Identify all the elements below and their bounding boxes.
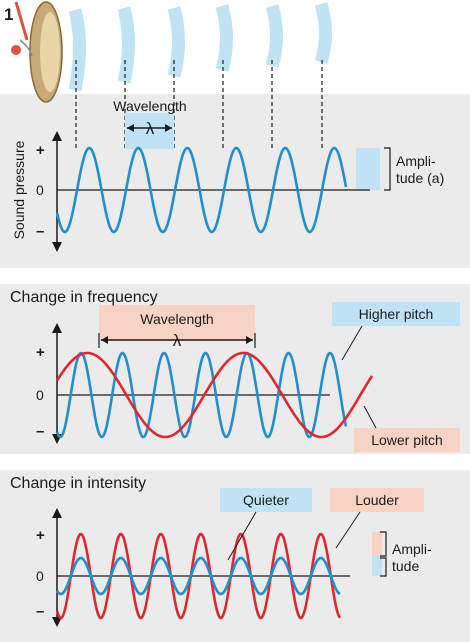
figure-number: 1: [4, 5, 13, 24]
lambda-symbol: λ: [173, 331, 182, 350]
amplitude-highlight-blue: [372, 556, 382, 576]
quieter-badge: [220, 488, 312, 512]
y-axis-arrow-up: [52, 131, 62, 141]
louder-label: Louder: [355, 492, 399, 508]
y-axis-arrow-down: [52, 617, 62, 627]
panel-1: Wavelength λ Sound pressure + 0 – Ampli-…: [11, 98, 444, 252]
panel-2: Change in frequency Wavelength λ + 0 – H…: [10, 289, 460, 452]
minus-sign: –: [36, 423, 44, 440]
quieter-leader: [227, 511, 257, 561]
sound-wave: [55, 146, 348, 234]
amplitude-highlight: [356, 148, 380, 190]
plus-sign: +: [36, 527, 45, 544]
amplitude-label-line2: tude (a): [396, 170, 444, 186]
amplitude-label-line2: tude: [392, 558, 419, 574]
panel-3-title: Change in intensity: [10, 475, 146, 492]
y-axis-arrow-up: [52, 323, 62, 333]
amplitude-label-line1: Ampli-: [392, 541, 432, 557]
plus-sign: +: [36, 344, 45, 361]
wavelength-highlight-red: [99, 305, 255, 341]
louder-wave: [55, 532, 342, 620]
sound-wave-arcs: [68, 2, 332, 92]
wavelength-arrow-left-head: [101, 336, 108, 344]
louder-badge: [330, 488, 424, 512]
louder-leader: [335, 511, 361, 549]
lower-pitch-label: Lower pitch: [371, 432, 443, 448]
amplitude-bracket: [384, 147, 391, 191]
quieter-wave: [55, 556, 341, 596]
y-axis-arrow-down: [52, 242, 62, 252]
wavelength-label: Wavelength: [140, 311, 213, 327]
lower-pitch-wave: [55, 351, 374, 439]
amplitude-bracket-red: [380, 531, 387, 557]
wavelength-arrow-right-head: [165, 124, 172, 132]
lambda-symbol: λ: [146, 119, 155, 138]
speaker-icon: [11, 1, 63, 103]
quieter-label: Quieter: [243, 492, 289, 508]
amplitude-highlight-red: [372, 532, 382, 556]
amplitude-bracket-blue: [380, 557, 387, 577]
y-axis-label: Sound pressure: [11, 140, 27, 239]
panel-2-title: Change in frequency: [10, 289, 158, 306]
lower-pitch-badge: [354, 428, 460, 452]
minus-sign: –: [36, 223, 44, 240]
zero-label: 0: [36, 568, 44, 584]
wavelength-arrow-right-head: [246, 336, 253, 344]
higher-pitch-label: Higher pitch: [359, 306, 434, 322]
zero-label: 0: [36, 182, 44, 198]
lower-pitch-leader: [363, 405, 377, 429]
minus-sign: –: [36, 603, 44, 620]
y-axis-arrow-up: [52, 508, 62, 518]
amplitude-label-line1: Ampli-: [396, 153, 436, 169]
panel-3: Change in intensity Quieter Louder + 0 –…: [10, 475, 432, 627]
higher-pitch-wave: [55, 351, 348, 439]
higher-pitch-leader: [341, 325, 363, 361]
plus-sign: +: [36, 142, 45, 159]
zero-label: 0: [36, 387, 44, 403]
wavelength-arrow-left-head: [127, 124, 134, 132]
higher-pitch-badge: [332, 302, 460, 326]
wavelength-label: Wavelength: [113, 98, 186, 114]
